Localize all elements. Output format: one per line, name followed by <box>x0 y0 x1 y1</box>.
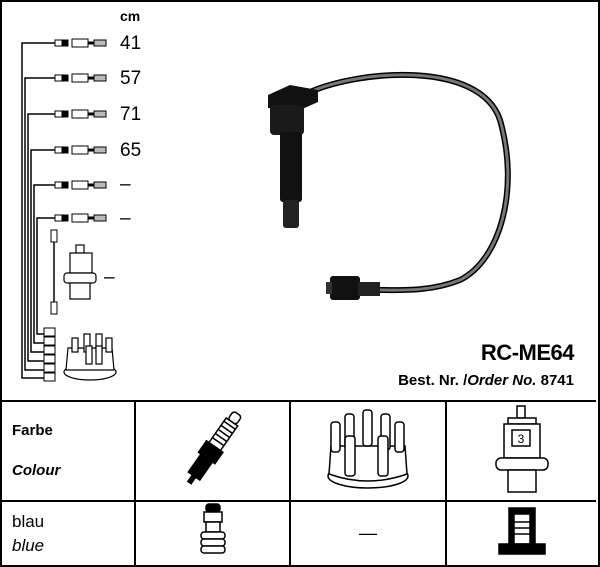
coil-cable-length: – <box>104 267 115 288</box>
cable-connectors <box>43 38 107 382</box>
ignition-coil-cell: 3 <box>446 402 596 502</box>
header-en: Colour <box>12 462 61 479</box>
distributor-cap-icon <box>327 408 409 489</box>
header-label-cell: Farbe Colour <box>0 402 136 502</box>
coil-boot-cell <box>446 501 596 565</box>
cable-length-3: 71 <box>120 104 142 125</box>
cable-length-4: 65 <box>120 140 142 161</box>
spark-plug-boot-cell <box>135 501 291 565</box>
color-en: blue <box>12 535 45 555</box>
order-separator: / <box>463 372 468 389</box>
unit-label: cm <box>120 8 141 24</box>
distributor-boot-cell: — <box>290 501 447 565</box>
product-diagram: cm 41 57 71 65 – – – RC-ME64 Best. Nr. /… <box>0 8 596 402</box>
cable-length-1: 41 <box>120 33 142 54</box>
ignition-coil-icon: 3 <box>494 404 549 493</box>
spark-plug-icon <box>186 410 241 485</box>
cable-set-illustration <box>21 38 511 382</box>
spark-plug-boot-icon <box>199 503 226 554</box>
spark-plug-cell <box>135 402 291 502</box>
color-table: Farbe Colour 3 blau blue — <box>0 402 596 565</box>
cable-length-6: – <box>120 208 131 229</box>
order-number-line: Best. Nr. /Order No. 8741 <box>398 372 574 389</box>
color-label-cell: blau blue <box>0 501 136 565</box>
order-label-de: Best. Nr. <box>398 372 459 389</box>
cable-length-5: – <box>120 174 131 195</box>
distributor-cap-cell <box>290 402 447 502</box>
svg-text:3: 3 <box>517 432 524 446</box>
small-coil-icon <box>63 244 97 300</box>
coil-boot-icon <box>497 507 546 555</box>
color-de: blau <box>12 511 45 531</box>
small-distributor-cap-icon <box>63 333 117 381</box>
distributor-boot-none: — <box>359 523 377 543</box>
ignition-cable <box>268 71 511 300</box>
order-number: 8741 <box>540 372 574 389</box>
cable-length-2: 57 <box>120 68 142 89</box>
order-label-en: Order No. <box>467 372 537 389</box>
header-de: Farbe <box>12 422 53 439</box>
model-number: RC-ME64 <box>480 340 575 365</box>
